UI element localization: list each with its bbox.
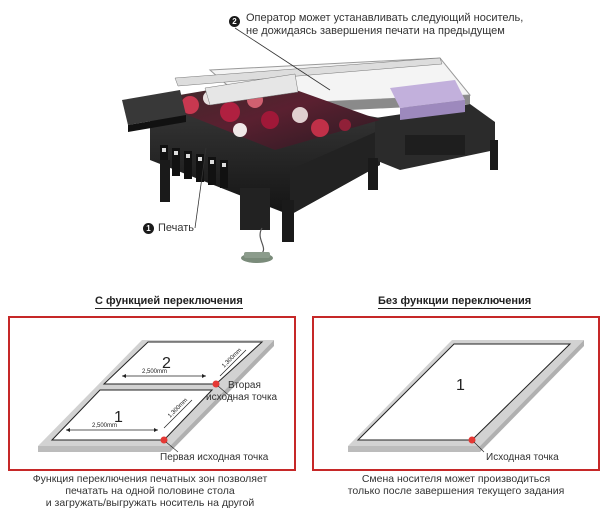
- right-panel-diagram: 1: [348, 340, 584, 453]
- right-caption-line1: Смена носителя может производиться: [361, 473, 551, 485]
- right-section-title: Без функции переключения: [378, 295, 532, 309]
- callout-2-number-icon: 2: [229, 16, 240, 27]
- gantry: [174, 57, 443, 106]
- second-origin-label: Вторая исходная точка: [206, 380, 292, 404]
- print-bed-image: [150, 80, 380, 150]
- right-caption-line2: только после завершения текущего задания: [347, 485, 565, 497]
- zone-1-number: 1: [114, 409, 123, 426]
- right-caption: Смена носителя может производиться тольк…: [306, 473, 606, 497]
- zone-1-outline: [50, 389, 214, 441]
- left-caption-line2: печатать на одной половине стола: [65, 485, 235, 497]
- second-origin-line2: исходная точка: [206, 392, 278, 403]
- dim-width-bottom: 2,500mm: [92, 423, 117, 429]
- first-origin-dot: [160, 436, 168, 444]
- callout-1-text: Печать: [158, 222, 195, 234]
- leader-line-2: [234, 27, 331, 91]
- callout-2-line1: Оператор может устанавливать следующий н…: [246, 12, 524, 24]
- foot-pedal: [241, 227, 273, 263]
- left-caption: Функция переключения печатных зон позвол…: [0, 473, 300, 509]
- callout-2-text: Оператор может устанавливать следующий н…: [246, 12, 576, 38]
- left-panel-diagram: 2,500mm 2,500mm 1,300mm 1,300mm 2 1: [38, 340, 274, 453]
- left-section-title: С функцией переключения: [95, 295, 243, 309]
- zone-1-number: 1: [456, 377, 465, 394]
- origin-label: Исходная точка: [486, 452, 559, 463]
- second-origin-dot: [212, 380, 220, 388]
- zone-1-outline: [356, 343, 572, 441]
- left-caption-line1: Функция переключения печатных зон позвол…: [32, 473, 268, 485]
- ink-bottles: [160, 145, 228, 188]
- printer-illustration: [122, 27, 498, 263]
- leader-line-1: [194, 147, 207, 229]
- first-origin-label: Первая исходная точка: [160, 452, 269, 463]
- control-head: [122, 90, 186, 132]
- second-origin-line1: Вторая: [228, 380, 261, 391]
- callout-1-number-icon: 1: [143, 223, 154, 234]
- callout-2-line2: не дожидаясь завершения печати на предыд…: [246, 25, 505, 37]
- dim-width-top: 2,500mm: [142, 369, 167, 375]
- printer-legs: [160, 140, 498, 242]
- origin-dot: [468, 436, 476, 444]
- left-caption-line3: и загружать/выгружать носитель на другой: [45, 497, 255, 509]
- print-carriage: [390, 80, 465, 120]
- zone-2-number: 2: [162, 355, 171, 372]
